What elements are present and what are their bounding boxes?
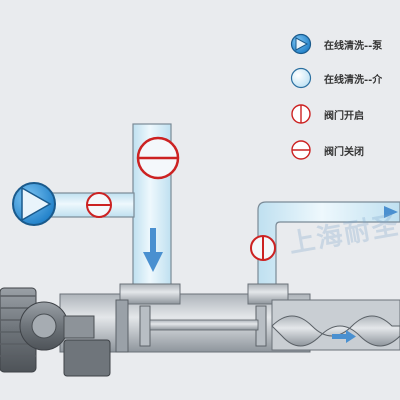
pump-housing-right <box>247 283 289 305</box>
legend-item-medium: 在线清洗--介 <box>290 67 400 89</box>
legend-label-pump: 在线清洗--泵 <box>324 40 383 52</box>
medium-icon <box>290 67 312 89</box>
legend-item-pump: 在线清洗--泵 <box>290 33 400 55</box>
valve-closed-icon <box>136 136 180 180</box>
legend-label-valve-open: 阀门开启 <box>324 110 364 122</box>
pump-icon <box>290 33 312 55</box>
legend-label-valve-closed: 阀门关闭 <box>324 146 364 158</box>
pump-flange-left <box>115 299 129 353</box>
valve-closed-icon <box>291 140 311 160</box>
motor <box>0 287 111 377</box>
drive-shaft <box>149 319 259 331</box>
legend-item-valve-open: 阀门开启 <box>290 103 400 125</box>
valve-open-icon <box>291 104 311 124</box>
flow-arrow-down <box>143 228 163 272</box>
valve-open-icon <box>250 235 276 261</box>
rotor <box>271 315 400 347</box>
pump-housing-upper <box>119 283 181 305</box>
pump-flange-mid <box>139 305 151 347</box>
cip-pump-icon <box>12 182 56 226</box>
legend-item-valve-closed: 阀门关闭 <box>290 139 400 161</box>
flow-arrow-right-top <box>384 206 398 218</box>
valve-closed-icon <box>86 192 112 218</box>
legend-label-medium: 在线清洗--介 <box>324 74 383 86</box>
flow-arrow-right-bottom <box>332 330 356 343</box>
